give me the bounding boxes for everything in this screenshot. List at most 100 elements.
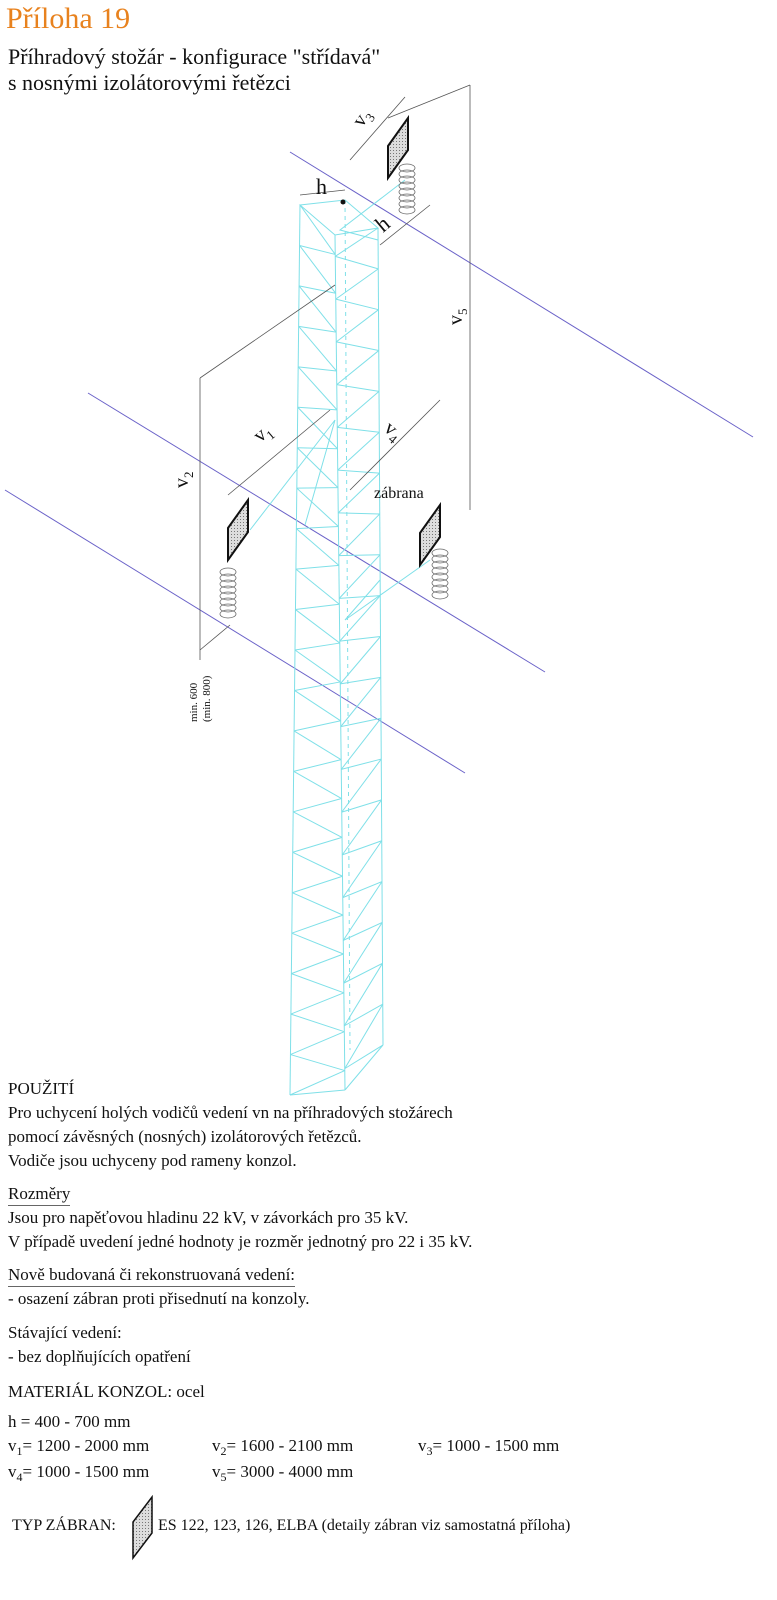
v2-value: v2= 1600 - 2100 mm [212, 1436, 354, 1458]
insulator-disc [431, 566, 449, 576]
dimension-lines [199, 84, 471, 660]
lattice-brace [341, 799, 382, 813]
label-v2: v2 [171, 472, 196, 489]
lattice-brace [291, 973, 345, 994]
insulator-disc [398, 163, 416, 173]
lattice-brace [291, 914, 344, 934]
insulator-disc [219, 585, 237, 595]
existing-lines-text: - bez doplňujících opatření [8, 1347, 191, 1366]
lattice-brace [294, 649, 341, 683]
lattice-brace [335, 309, 379, 343]
lattice-brace [298, 285, 336, 294]
dimensions-line-1: Jsou pro napěťovou hladinu 22 kV, v závo… [8, 1208, 409, 1227]
insulator-disc [431, 572, 449, 582]
label-h-top: h [316, 174, 327, 199]
dimensions-line-2: V případě uvedení jedné hodnoty je rozmě… [8, 1232, 473, 1251]
conductor-bottom [4, 489, 466, 774]
lattice-tower [249, 179, 431, 1096]
lattice-brace [298, 325, 337, 333]
usage-line-1: Pro uchycení holých vodičů vedení vn na … [8, 1103, 453, 1122]
lattice-brace [339, 595, 381, 642]
lattice-brace [297, 366, 338, 411]
lattice-brace [338, 554, 381, 599]
lattice-brace [293, 759, 342, 772]
new-lines-text: - osazení zábran proti přisednutí na kon… [8, 1289, 310, 1308]
insulator-disc [431, 548, 449, 558]
lattice-brace [342, 881, 383, 899]
lattice-brace [343, 922, 383, 984]
insulator-disc [398, 199, 416, 209]
arm-right [344, 559, 431, 621]
insulator-disc [219, 567, 237, 577]
insulator-disc [398, 193, 416, 203]
lattice-brace [343, 963, 383, 1027]
lattice-brace [297, 447, 338, 450]
material: MATERIÁL KONZOL: ocel [8, 1382, 205, 1401]
label-v4: v4 [378, 417, 407, 447]
lattice-brace [298, 326, 337, 372]
lattice-brace [338, 512, 380, 515]
insulator-disc [431, 554, 449, 564]
subtitle-line-2: s nosnými izolátorovými řetězci [8, 70, 291, 95]
lattice-brace [295, 564, 339, 570]
lattice-brace [341, 799, 382, 856]
v4-value: v4= 1000 - 1500 mm [8, 1462, 150, 1484]
lattice-brace [337, 469, 380, 474]
barrier-type-value: ES 122, 123, 126, ELBA (detaily zábran v… [158, 1517, 571, 1534]
lattice-brace [338, 554, 381, 557]
insulator-disc [398, 181, 416, 191]
lattice-brace [296, 447, 339, 488]
insulator-disc [431, 578, 449, 588]
insulator-disc [398, 205, 416, 215]
lattice-brace [340, 717, 382, 728]
lattice-brace [336, 384, 380, 392]
lattice-brace [337, 426, 380, 433]
dimensions-heading: Rozměry [8, 1184, 71, 1206]
lattice-brace [335, 255, 379, 270]
lattice-brace [344, 1003, 383, 1027]
lattice-brace [344, 1044, 384, 1070]
tower-drawing: h h v3 v5 v1 v2 v4 zábrana min. 600 (min… [4, 84, 754, 1096]
lattice-brace [335, 268, 379, 300]
v3-value: v3= 1000 - 1500 mm [418, 1436, 560, 1458]
new-lines-heading: Nově budovaná či rekonstruovaná vedení: [8, 1265, 296, 1287]
barrier-icon [132, 1495, 153, 1561]
barrier-type-label: TYP ZÁBRAN: [12, 1517, 116, 1534]
lattice-brace [299, 245, 337, 294]
insulator-disc [398, 169, 416, 179]
usage-line-3: Vodiče jsou uchyceny pod rameny konzol. [8, 1151, 297, 1170]
lattice-brace [338, 513, 381, 556]
lattice-brace [337, 431, 380, 471]
lattice-brace [342, 881, 383, 941]
insulator-disc [219, 603, 237, 613]
lattice-brace [293, 798, 342, 813]
lattice-brace [343, 962, 383, 984]
lattice-brace [340, 676, 381, 685]
lattice-brace [339, 636, 381, 685]
lattice-brace [336, 341, 379, 352]
insulator-disc [398, 187, 416, 197]
lattice-brace [335, 298, 379, 311]
tower-top [298, 199, 380, 236]
lattice-brace [293, 720, 341, 732]
lattice-brace [292, 836, 343, 853]
lattice-brace [296, 528, 340, 566]
lattice-brace [339, 595, 381, 599]
lattice-brace [298, 285, 337, 333]
h-value: h = 400 - 700 mm [8, 1412, 131, 1431]
lattice-brace [295, 603, 340, 611]
lattice-brace [292, 892, 344, 916]
subtitle-line-1: Příhradový stožár - konfigurace "střídav… [8, 44, 381, 69]
conductor-top [289, 151, 754, 438]
lattice-brace [299, 244, 336, 255]
lattice-brace [292, 851, 343, 877]
insulator-disc [219, 597, 237, 607]
lattice-brace [340, 717, 382, 770]
lattice-brace [344, 1003, 384, 1069]
v5-value: v5= 3000 - 4000 mm [212, 1462, 354, 1484]
arm-left [249, 419, 336, 531]
existing-lines-heading: Stávající vedení: [8, 1323, 122, 1342]
insulator-disc [219, 609, 237, 619]
lattice-brace [292, 875, 343, 894]
insulator-disc [431, 560, 449, 570]
